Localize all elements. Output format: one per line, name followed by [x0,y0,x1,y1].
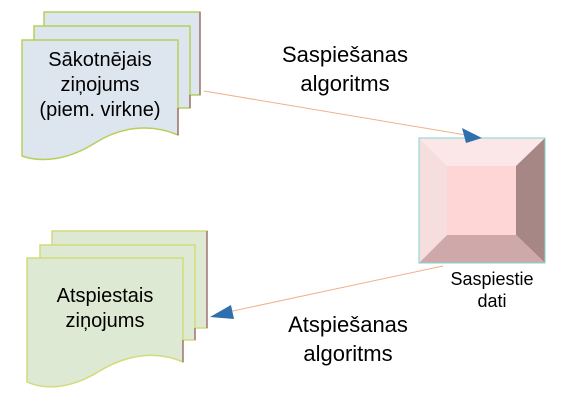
cube-top-face [419,138,545,166]
decompression-arrow-head [210,305,234,319]
decompression-arrow-line [227,265,444,313]
compression-algorithm-label: Saspiešanas algoritms [255,40,435,98]
original-message-line: Sākotnējais [48,49,152,71]
decompression-algorithm-line: Atspiešanas [288,312,408,337]
original-message-line: (piem. virkne) [39,99,161,121]
compressed-doc-front-page [26,257,184,388]
original-doc-edge-shadow [177,12,201,135]
compressed-data-cube [418,137,546,264]
cube-right-face [516,138,545,263]
decompression-algorithm-line: algoritms [303,341,393,366]
original-message-document [21,11,201,161]
compressed-message-line: Atspiestais [56,285,154,307]
cube-left-face [419,138,447,263]
compressed-message-label: Atspiestais ziņojums [27,284,183,334]
compression-arrow-head [462,128,482,143]
decompression-algorithm-label: Atspiešanas algoritms [258,310,438,368]
original-doc-front-page [21,39,179,161]
cube-bottom-face [419,235,545,263]
compressed-data-label: Saspiestie dati [436,268,548,312]
compression-algorithm-line: algoritms [300,71,390,96]
compressed-doc-edge-shadow [182,231,208,362]
compressed-message-line: ziņojums [65,310,145,332]
compression-arrow-line [203,90,467,136]
cube-front-face [447,166,516,235]
original-message-line: ziņojums [60,74,140,96]
compression-algorithm-line: Saspiešanas [282,42,408,67]
compressed-data-line: Saspiestie [450,269,534,289]
compressed-data-line: dati [477,291,507,311]
compression-arrow [203,90,482,143]
original-message-label: Sākotnējais ziņojums (piem. virkne) [22,48,178,123]
decompression-arrow [210,265,444,319]
compressed-message-document [26,230,208,388]
